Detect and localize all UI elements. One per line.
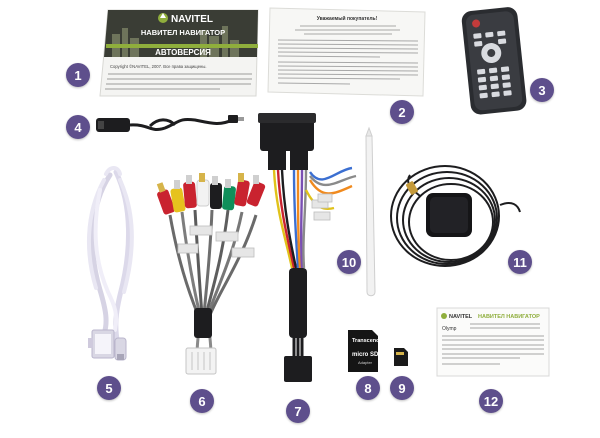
badge-7: 7 <box>286 399 310 423</box>
adapter-label: micro SD <box>352 352 379 358</box>
power-harness <box>258 113 357 382</box>
badge-11: 11 <box>508 250 532 274</box>
microsd-adapter: Transcend micro SD Adapter <box>348 330 380 372</box>
leaflet-heading: Уважаемый покупатель! <box>317 15 378 22</box>
adapter-sublabel: Adapter <box>358 360 373 365</box>
manual-subtitle: АВТОВЕРСИЯ <box>155 48 211 57</box>
navitel-logo-icon <box>158 13 168 23</box>
mini-din-connector-icon <box>114 337 127 361</box>
license-card: NAVITEL НАВИТЕЛ НАВИГАТОР Olymp <box>436 307 550 377</box>
card-title: НАВИТЕЛ НАВИГАТОР <box>478 314 540 320</box>
manual-brand: NAVITEL <box>171 14 213 25</box>
rca-plug-green-icon <box>222 179 236 211</box>
manual-title: НАВИТЕЛ НАВИГАТОР <box>141 28 225 37</box>
rca-plug-red2-icon <box>183 175 197 209</box>
badge-4: 4 <box>66 115 90 139</box>
badge-10: 10 <box>337 250 361 274</box>
stylus <box>365 126 376 297</box>
white-connector-icon <box>185 347 217 375</box>
manual-copyright: Copyright ©NAVITEL, 2007. Все права защи… <box>110 64 207 69</box>
card-logo-icon <box>441 313 447 319</box>
badge-3: 3 <box>530 78 554 102</box>
badge-6: 6 <box>190 389 214 413</box>
rca-harness <box>156 173 266 375</box>
adapter-brand: Transcend <box>352 338 380 344</box>
usb-connector-icon <box>88 329 115 359</box>
rca-plug-red4-icon <box>246 175 266 207</box>
rca-plug-white-icon <box>196 173 210 207</box>
navitel-manual-booklet: NAVITEL НАВИТЕЛ НАВИГАТОР АВТОВЕРСИЯ Cop… <box>99 9 259 97</box>
badge-5: 5 <box>97 376 121 400</box>
badge-9: 9 <box>390 376 414 400</box>
badge-8: 8 <box>356 376 380 400</box>
usb-extension-cable <box>96 115 244 132</box>
card-brand: NAVITEL <box>449 314 473 320</box>
white-usb-cable <box>86 166 134 348</box>
microsd-card <box>394 348 408 366</box>
card-subtitle: Olymp <box>442 326 457 332</box>
black-connector-icon <box>284 356 312 382</box>
power-button-icon <box>472 19 481 28</box>
rca-plug-black-icon <box>210 176 222 209</box>
badge-1: 1 <box>66 63 90 87</box>
rca-plug-red-icon <box>156 182 175 215</box>
remote-control <box>461 7 527 115</box>
rca-plug-red3-icon <box>234 173 250 207</box>
rca-plug-yellow-icon <box>170 180 186 213</box>
gps-antenna <box>390 165 521 267</box>
badge-12: 12 <box>479 389 503 413</box>
info-leaflet: Уважаемый покупатель! <box>267 7 426 97</box>
badge-2: 2 <box>390 100 414 124</box>
